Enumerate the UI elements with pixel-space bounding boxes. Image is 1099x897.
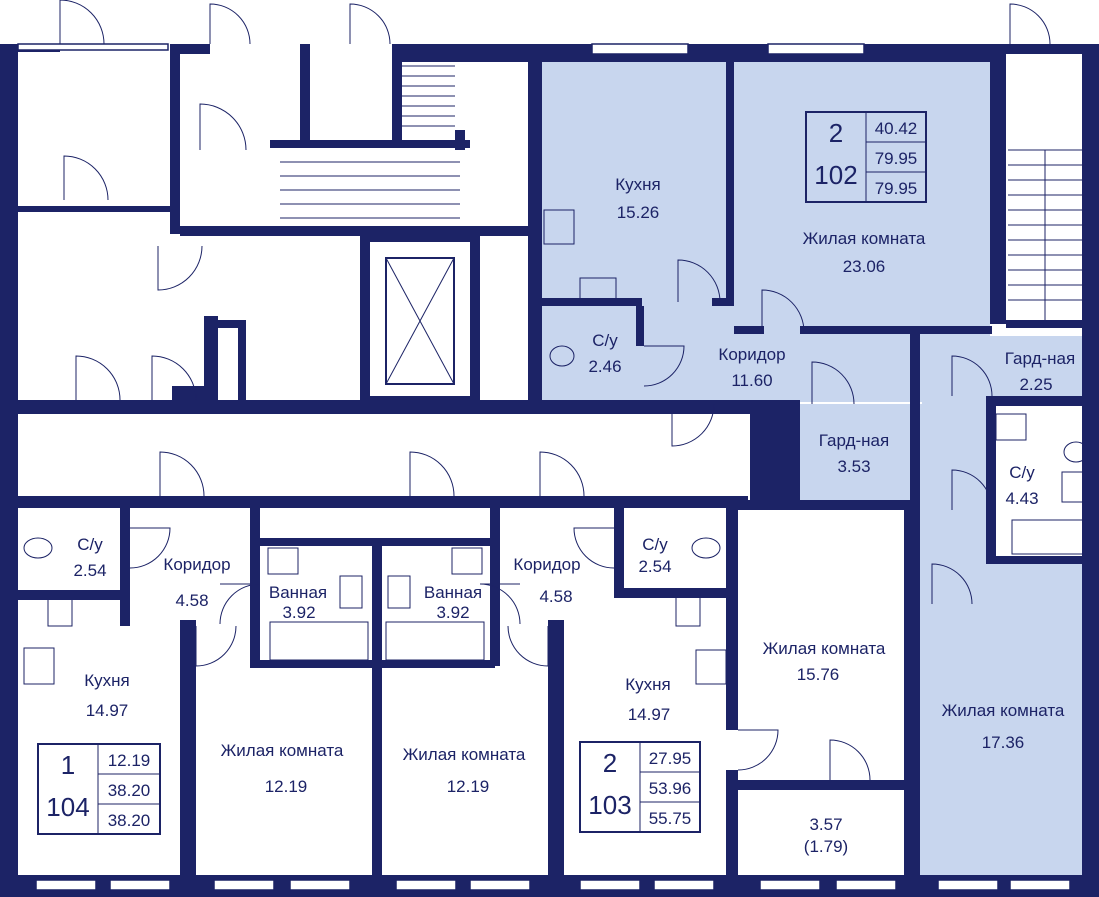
bottom-windows: [35, 879, 1071, 891]
bathroom-104-area: 3.92: [282, 603, 315, 622]
elevator: [385, 257, 455, 385]
apt-104-value-1: 12.19: [108, 751, 151, 770]
staircase: [280, 65, 1082, 320]
living-104-name: Жилая комната: [221, 741, 344, 760]
bath-103-name: С/у: [642, 535, 668, 554]
balcony-area: 3.57: [809, 815, 842, 834]
bath-102-name: С/у: [592, 331, 618, 350]
bath-104-area: 2.54: [73, 561, 106, 580]
living-102-area: 23.06: [843, 257, 886, 276]
bathroom-103-area: 3.92: [436, 603, 469, 622]
living-103-area: 15.76: [797, 665, 840, 684]
apt-104-value-3: 38.20: [108, 811, 151, 830]
apt-102-value-2: 79.95: [875, 149, 918, 168]
living-east-area: 17.36: [982, 733, 1025, 752]
apt-102-value-1: 40.42: [875, 119, 918, 138]
apt-103-value-1: 27.95: [649, 749, 692, 768]
corridor-104-area: 4.58: [175, 591, 208, 610]
bath-c-area: 4.43: [1005, 489, 1038, 508]
apartment-102-box: 2 102 40.42 79.95 79.95: [805, 111, 927, 203]
bath-104-name: С/у: [77, 535, 103, 554]
highlighted-zones: [542, 62, 1088, 875]
living-mid-name: Жилая комната: [403, 745, 526, 764]
apt-103-number: 103: [588, 790, 631, 820]
living-104-area: 12.19: [265, 777, 308, 796]
living-102-name: Жилая комната: [803, 229, 926, 248]
kitchen-102-area: 15.26: [617, 203, 660, 222]
top-windows: [17, 43, 865, 55]
wardrobe-a-area: 2.25: [1019, 375, 1052, 394]
bath-c-name: С/у: [1009, 463, 1035, 482]
corridor-103-area: 4.58: [539, 587, 572, 606]
apt-104-number: 104: [46, 792, 89, 822]
bath-102-area: 2.46: [588, 357, 621, 376]
living-103-name: Жилая комната: [763, 639, 886, 658]
apt-104-value-2: 38.20: [108, 781, 151, 800]
wardrobe-a-name: Гард-ная: [1005, 349, 1075, 368]
apt-102-rooms: 2: [829, 118, 843, 148]
kitchen-102-name: Кухня: [615, 175, 661, 194]
corridor-102-area: 11.60: [731, 371, 772, 390]
bathroom-103-name: Ванная: [424, 583, 482, 602]
kitchen-103-name: Кухня: [625, 675, 671, 694]
wardrobe-b-area: 3.53: [837, 457, 870, 476]
living-east-name: Жилая комната: [942, 701, 1065, 720]
interior-walls: [18, 44, 1086, 880]
corridor-103-name: Коридор: [513, 555, 580, 574]
fixtures: [23, 209, 1089, 685]
corridor-102-name: Коридор: [718, 345, 785, 364]
balcony-sub: (1.79): [804, 837, 848, 856]
apt-103-value-3: 55.75: [649, 809, 692, 828]
kitchen-104-name: Кухня: [84, 671, 130, 690]
kitchen-103-area: 14.97: [628, 705, 671, 724]
apt-103-value-2: 53.96: [649, 779, 692, 798]
apartment-104-box: 1 104 12.19 38.20 38.20: [37, 743, 161, 835]
living-mid-area: 12.19: [447, 777, 490, 796]
apt-102-value-3: 79.95: [875, 179, 918, 198]
apt-102-number: 102: [814, 160, 857, 190]
apartment-103-box: 2 103 27.95 53.96 55.75: [579, 741, 701, 833]
corridor-104-name: Коридор: [163, 555, 230, 574]
bath-103-area: 2.54: [638, 557, 671, 576]
wardrobe-b-name: Гард-ная: [819, 431, 889, 450]
bathroom-104-name: Ванная: [269, 583, 327, 602]
doors: [59, 0, 1051, 781]
apt-103-rooms: 2: [603, 748, 617, 778]
room-labels: Кухня 15.26 Жилая комната 23.06 С/у 2.46…: [73, 175, 1075, 856]
apt-104-rooms: 1: [61, 750, 75, 780]
kitchen-104-area: 14.97: [86, 701, 129, 720]
